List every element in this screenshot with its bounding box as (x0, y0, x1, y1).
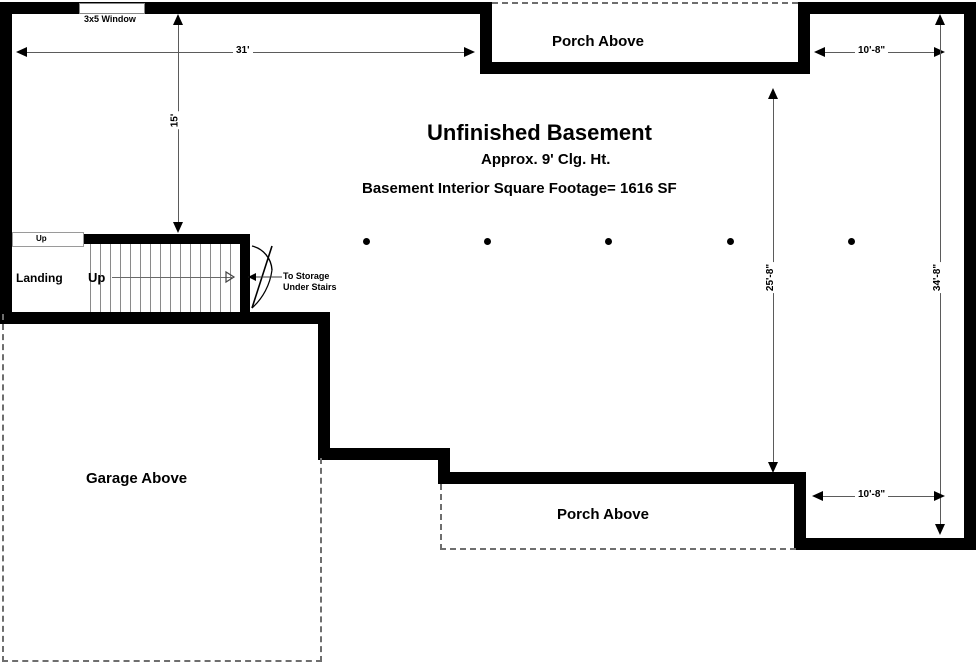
stair-tread (190, 244, 191, 312)
dim-top-width-label: 31' (233, 45, 253, 56)
stair-tread (180, 244, 181, 312)
wall-porch-top-left-vertical (480, 2, 492, 74)
wall-lower-porch-top (438, 472, 806, 484)
wall-garage-top (0, 312, 330, 324)
door-leaf (251, 245, 273, 309)
dim-bottom-right-arrow-right (934, 491, 945, 501)
landing-up-label: Up (36, 234, 47, 243)
stair-tread (130, 244, 131, 312)
door-swing-arc-lower (251, 269, 273, 309)
lower-porch-dashed-bottom (440, 548, 796, 550)
wall-top-right (798, 2, 976, 14)
wall-bottom-right (794, 538, 976, 550)
stair-tread (100, 244, 101, 312)
stair-tread (170, 244, 171, 312)
steel-column (848, 238, 855, 245)
window-3x5 (79, 3, 145, 14)
lower-porch-dashed-left (440, 484, 442, 550)
storage-under-stairs-note-line2: Under Stairs (283, 282, 337, 292)
dim-top-right-arrow-right (934, 47, 945, 57)
wall-garage-right-vertical (318, 312, 330, 460)
dim-right-inner-arrow-up (768, 88, 778, 99)
dim-top-right-arrow-left (814, 47, 825, 57)
wall-stair-top (82, 234, 250, 244)
stair-tread (150, 244, 151, 312)
stair-tread (210, 244, 211, 312)
stair-tread (110, 244, 111, 312)
wall-stair-right (240, 234, 250, 312)
garage-above-dashed-left (2, 314, 4, 662)
steel-column (363, 238, 370, 245)
dim-bottom-right-width-label: 10'-8" (855, 489, 889, 500)
dim-left-height-label: 15' (169, 111, 181, 130)
wall-lower-porch-right-vertical (794, 472, 806, 550)
wall-porch-top-bottom (480, 62, 810, 74)
stair-up-label: Up (88, 270, 106, 285)
dim-bottom-right-arrow-left (812, 491, 823, 501)
wall-mid-step-horizontal (318, 448, 450, 460)
window-label: 3x5 Window (84, 14, 136, 24)
porch-above-top-dashed-outline (492, 2, 798, 4)
porch-above-bottom-label: Porch Above (557, 506, 649, 523)
wall-right-exterior (964, 2, 976, 548)
garage-above-dashed-right (320, 458, 322, 662)
steel-column (727, 238, 734, 245)
stair-tread (230, 244, 231, 312)
dim-left-height-arrow-down (173, 222, 183, 233)
dim-right-inner-arrow-down (768, 462, 778, 473)
stair-tread (220, 244, 221, 312)
dim-left-height-arrow-up (173, 14, 183, 25)
dim-top-right-width-label: 10'-8" (855, 45, 889, 56)
wall-top-left (0, 2, 492, 14)
square-footage-note: Basement Interior Square Footage= 1616 S… (362, 180, 677, 197)
dim-top-width-arrow-left (16, 47, 27, 57)
garage-above-dashed-bottom (2, 660, 322, 662)
steel-column (484, 238, 491, 245)
porch-above-top-label: Porch Above (552, 33, 644, 50)
dim-right-outer-arrow-down (935, 524, 945, 535)
stair-tread (200, 244, 201, 312)
dim-right-outer-arrow-up (935, 14, 945, 25)
landing-label: Landing (16, 271, 63, 285)
landing-up-box (12, 232, 84, 247)
dim-right-inner-height-label: 25'-8" (765, 261, 777, 294)
stair-tread (120, 244, 121, 312)
door-swing-arc (251, 245, 273, 271)
wall-left-exterior-upper (0, 2, 12, 314)
dim-top-width-arrow-right (464, 47, 475, 57)
stair-run (82, 244, 240, 312)
garage-above-label: Garage Above (86, 470, 188, 487)
dim-right-outer-height-label: 34'-8" (932, 261, 944, 294)
ceiling-height-note: Approx. 9' Clg. Ht. (481, 151, 611, 168)
stair-tread (160, 244, 161, 312)
wall-porch-top-right-vertical (798, 2, 810, 74)
stair-tread (90, 244, 91, 312)
steel-column (605, 238, 612, 245)
stair-tread (140, 244, 141, 312)
stair-direction-line (112, 277, 232, 278)
page-title: Unfinished Basement (427, 120, 652, 145)
storage-under-stairs-note-line1: To Storage (283, 271, 330, 281)
